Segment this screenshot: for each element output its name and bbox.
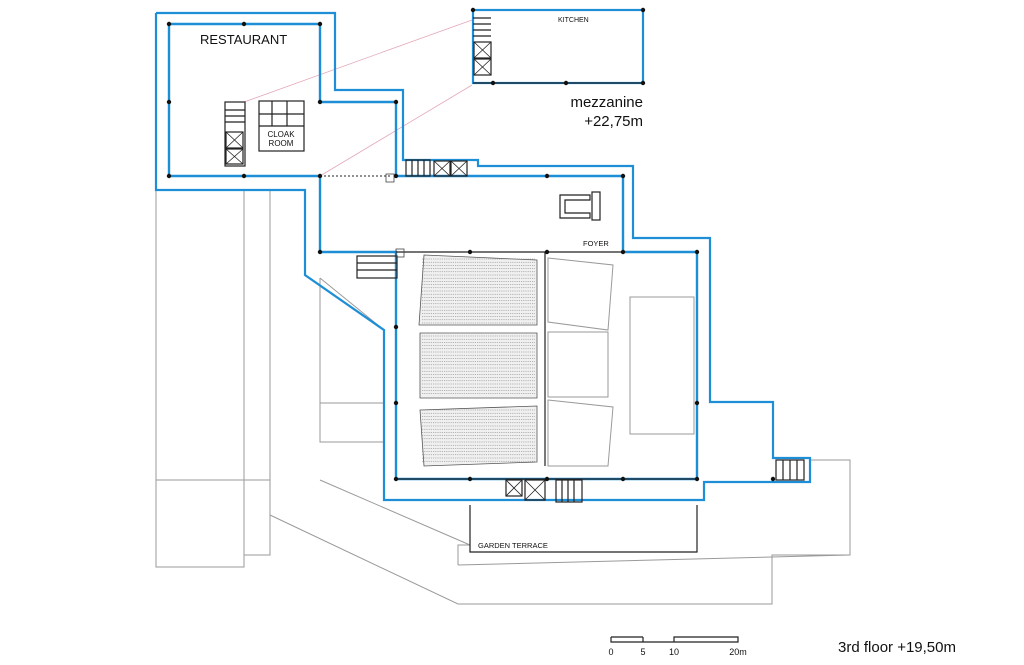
restaurant-label: RESTAURANT: [200, 32, 287, 47]
garden-terrace-label: GARDEN TERRACE: [478, 541, 548, 550]
floor-title: 3rd floor +19,50m: [838, 639, 956, 656]
mezzanine-level-label: +22,75m: [584, 113, 643, 130]
mezzanine-name-label: mezzanine: [570, 94, 643, 111]
restaurant-core: [224, 100, 305, 167]
foyer-details: [320, 159, 601, 221]
scale-tick-20: 20m: [729, 647, 747, 657]
column-markers: [166, 7, 776, 482]
foyer-label: FOYER: [583, 239, 609, 248]
scale-bar: 0 5 10 20m: [608, 636, 747, 657]
garden-terrace-block: [469, 505, 698, 553]
auditorium: [356, 248, 805, 503]
scale-tick-10: 10: [669, 647, 679, 657]
cloak-room-label-line1: CLOAK: [267, 130, 295, 139]
scale-tick-5: 5: [640, 647, 645, 657]
scale-tick-0: 0: [608, 647, 613, 657]
kitchen-label: KITCHEN: [558, 17, 589, 24]
mezzanine-block: [471, 8, 645, 85]
cloak-room-label-line2: ROOM: [269, 139, 294, 148]
outer-outline: [154, 11, 812, 502]
